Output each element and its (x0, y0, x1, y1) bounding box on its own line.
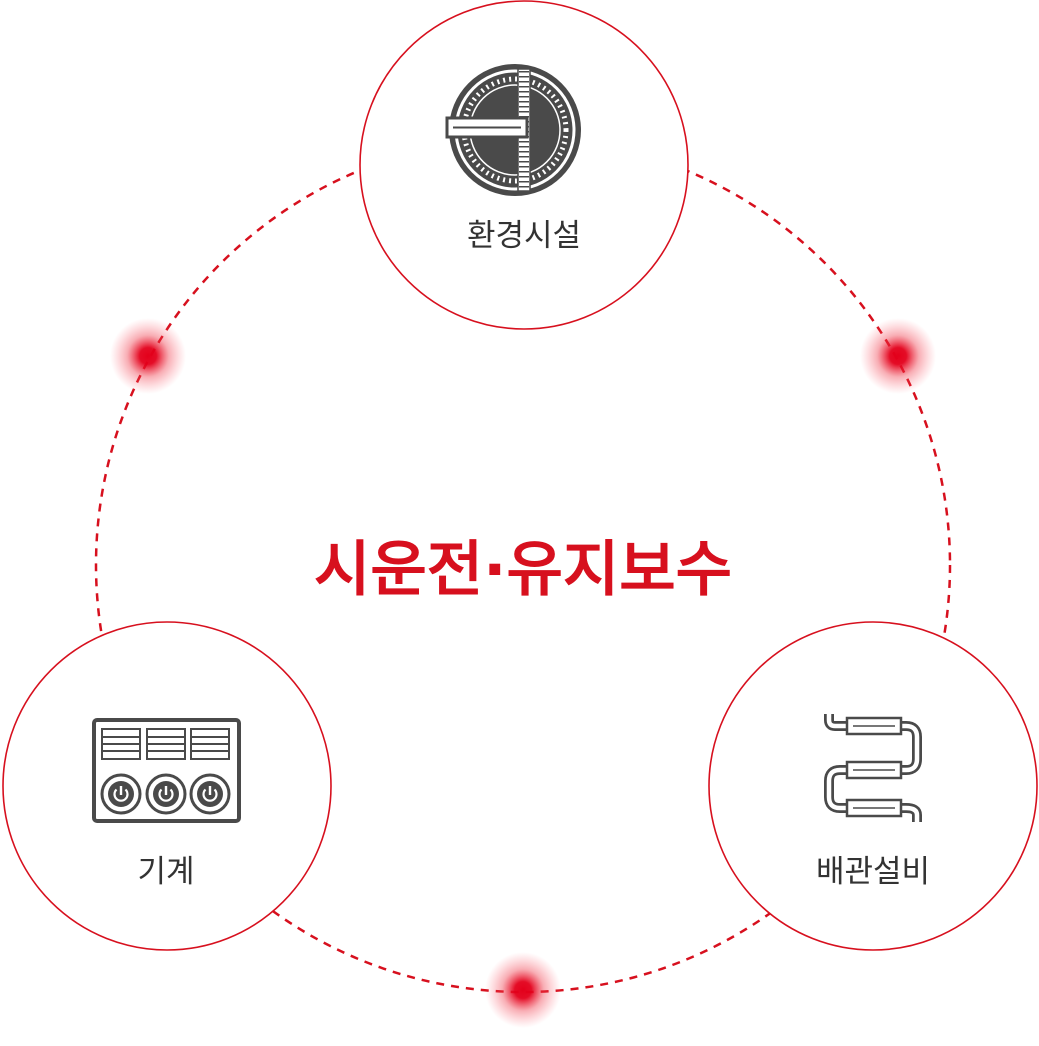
node-machinery: 기계 (2, 621, 332, 951)
piping-icon (824, 714, 922, 822)
node-label: 환경시설 (467, 218, 581, 254)
glow-dot-upper-right (860, 318, 936, 394)
node-environmental-facility: 환경시설 (359, 0, 689, 330)
control-panel-icon (92, 718, 241, 823)
glow-dot-upper-left (110, 318, 186, 394)
glow-dot-bottom (485, 952, 561, 1028)
node-piping-equipment: 배관설비 (708, 621, 1038, 951)
clarifier-tank-icon (445, 64, 581, 196)
power-knob-icon (145, 773, 187, 815)
center-title: 시운전·유지보수 (314, 535, 732, 605)
node-label: 기계 (137, 854, 194, 890)
node-label: 배관설비 (816, 854, 930, 890)
power-knob-icon (100, 773, 142, 815)
power-knob-icon (189, 773, 231, 815)
node-circle (708, 621, 1038, 951)
